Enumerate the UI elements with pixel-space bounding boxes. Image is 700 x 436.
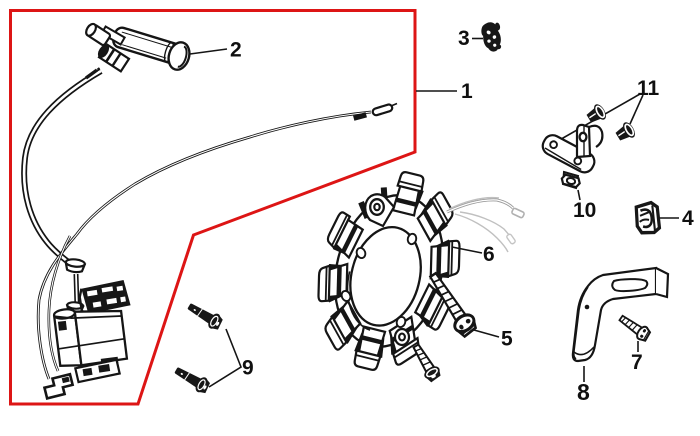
svg-text:10: 10 xyxy=(573,199,596,222)
svg-text:8: 8 xyxy=(577,379,590,405)
svg-text:6: 6 xyxy=(483,243,495,266)
svg-text:3: 3 xyxy=(458,27,470,50)
svg-text:7: 7 xyxy=(631,351,643,374)
svg-text:4: 4 xyxy=(682,207,694,230)
svg-text:2: 2 xyxy=(230,39,242,62)
svg-text:9: 9 xyxy=(242,357,254,380)
svg-text:11: 11 xyxy=(637,77,660,100)
svg-text:1: 1 xyxy=(461,80,473,103)
svg-text:5: 5 xyxy=(501,328,513,351)
